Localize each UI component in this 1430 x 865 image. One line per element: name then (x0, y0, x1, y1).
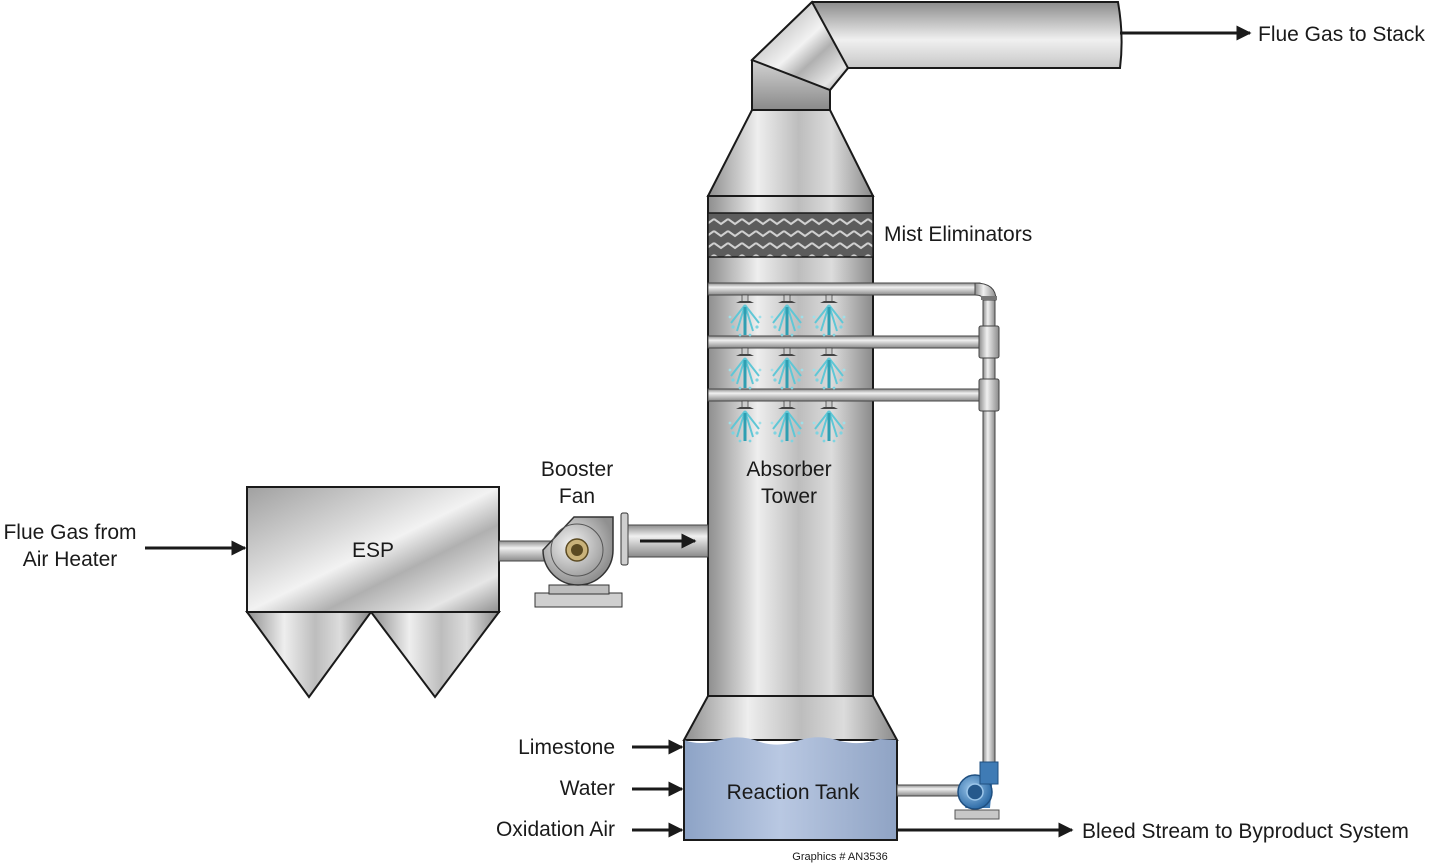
flue-gas-inlet-label-line1: Flue Gas from (3, 521, 136, 544)
absorber-tower-label-line2: Tower (761, 485, 817, 508)
booster-fan (534, 512, 709, 608)
spray-headers (707, 282, 981, 402)
outlet-duct (750, 0, 1123, 111)
booster-fan-label-line2: Fan (559, 485, 595, 508)
esp-unit (245, 486, 502, 699)
graphics-id-caption: Graphics # AN3536 (792, 851, 887, 863)
reaction-tank-label: Reaction Tank (727, 781, 860, 804)
flue-gas-to-stack-label: Flue Gas to Stack (1258, 23, 1425, 46)
limestone-label: Limestone (518, 736, 615, 759)
mist-eliminators-label: Mist Eliminators (884, 223, 1032, 246)
oxidation-air-label: Oxidation Air (496, 818, 615, 841)
bleed-stream-label: Bleed Stream to Byproduct System (1082, 820, 1409, 843)
flue-gas-inlet-label-line2: Air Heater (23, 548, 118, 571)
booster-fan-label-line1: Booster (541, 458, 613, 481)
recirculation-pump (896, 761, 1000, 820)
absorber-tower-label-line1: Absorber (746, 458, 831, 481)
esp-label: ESP (352, 539, 394, 562)
mist-eliminator-pack (707, 212, 874, 258)
spray-nozzles (727, 293, 847, 444)
recirculation-riser (974, 282, 1000, 779)
absorber-tower (682, 109, 899, 741)
water-label: Water (560, 777, 615, 800)
